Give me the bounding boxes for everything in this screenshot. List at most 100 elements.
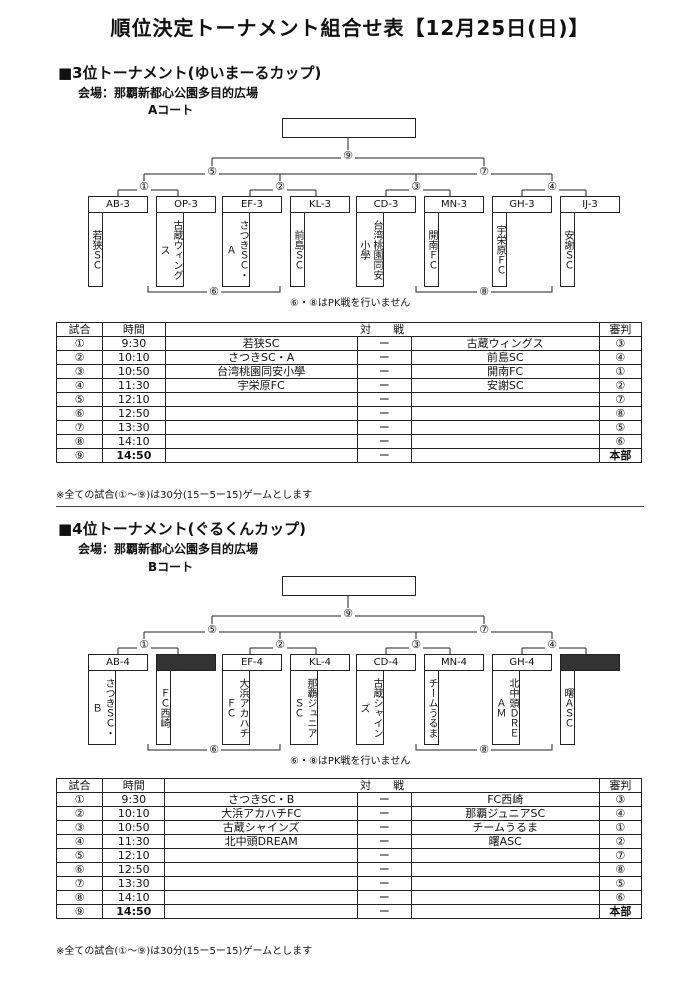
table-row: ③ 10:50 台湾桃園同安小學 ー 開南FC ① [55,364,643,379]
table-row: ⑥ 12:50 ー ⑧ [55,862,643,877]
team-2 [410,448,600,463]
match-8-mark: ⑧ [477,744,491,756]
team-code: AB-4 [88,654,148,671]
team-code: CD-4 [356,654,416,671]
match-time: 12:50 [102,862,166,877]
referee: ⑦ [598,848,643,863]
section-heading: ■4位トーナメント(ぐるくんカップ) [58,520,307,538]
table-row: ② 10:10 大浜アカハチFC ー 那覇ジュニアSC ④ [55,806,643,821]
referee: ② [598,378,643,393]
table-row: ⑥ 12:50 ー ⑧ [55,406,643,421]
team-1: 台湾桃園同安小學 [164,364,358,379]
team-2: FC西崎 [410,792,600,807]
match-4-mark: ④ [545,181,559,193]
vs: ー [356,392,412,407]
tournament-bracket: ⑨ ⑤ ⑦ ① ② ③ ④ ⑥ ⑧ AB-4 さつきＳＣ・Ｂ OP-4 ＦＣ西崎… [0,576,700,767]
match-7-mark: ⑦ [477,624,491,636]
team-2 [410,904,600,919]
referee: ④ [598,806,643,821]
header-time: 時間 [102,322,166,337]
team-2 [410,890,600,905]
team-code: CD-3 [356,196,416,213]
team-slot: IJ-4 曙ＡＳＣ [560,654,620,745]
pk-note: ⑥・⑧はPK戦を行いません [290,298,411,309]
team-1 [164,862,358,877]
team-2 [410,406,600,421]
team-2 [410,420,600,435]
match-num: ④ [55,378,104,393]
team-slot: EF-4 大浜アカハチＦＣ [222,654,282,745]
team-name: 前島ＳＣ [290,213,305,287]
team-slot: CD-4 古蔵シャインズ [356,654,416,745]
referee: 本部 [598,448,643,463]
team-2: 曙ASC [410,834,600,849]
match-5-mark: ⑤ [205,624,219,636]
referee: ④ [598,350,643,365]
team-2: 前島SC [410,350,600,365]
vs: ー [356,420,412,435]
team-2: 安謝SC [410,378,600,393]
match-time: 14:50 [102,448,166,463]
vs: ー [356,364,412,379]
team-name: チームうるま [424,671,439,745]
team-code: GH-4 [492,654,552,671]
team-slot: AB-3 若狭ＳＣ [88,196,148,287]
team-2 [410,862,600,877]
header-ref: 審判 [598,322,643,337]
venue-label: 会場：那覇新都心公園多目的広場 [78,86,259,100]
team-1: さつきSC・B [164,792,358,807]
table-header-row: 試合 時間 対 戦 審判 [55,322,643,337]
referee: ③ [598,792,643,807]
team-1 [164,848,358,863]
tournament-bracket: ⑨ ⑤ ⑦ ① ② ③ ④ ⑥ ⑧ AB-3 若狭ＳＣ OP-3 古蔵ウィングス… [0,118,700,309]
header-match: 対 戦 [164,778,600,793]
team-1 [164,876,358,891]
vs: ー [356,378,412,393]
referee: 本部 [598,904,643,919]
referee: ⑧ [598,862,643,877]
match-time: 10:50 [102,820,166,835]
team-name: さつきＳＣ・Ｂ [88,671,116,745]
team-2 [410,434,600,449]
match-3-mark: ③ [409,181,423,193]
match-8-mark: ⑧ [477,286,491,298]
team-code: OP-4 [156,654,216,671]
match-num: ② [55,350,104,365]
referee: ② [598,834,643,849]
match-num: ② [55,806,104,821]
team-1 [164,904,358,919]
vs: ー [356,806,412,821]
final-winner-box [282,118,416,138]
referee: ① [598,820,643,835]
vs: ー [356,350,412,365]
vs: ー [356,890,412,905]
team-1 [164,448,358,463]
team-name: 若狭ＳＣ [88,213,103,287]
header-num: 試合 [55,778,104,793]
match-time: 10:10 [102,806,166,821]
referee: ⑥ [598,434,643,449]
team-name: 那覇ジュニアＳＣ [290,671,318,745]
team-1 [164,434,358,449]
match-num: ⑨ [55,448,104,463]
match-9-mark: ⑨ [341,150,355,162]
team-name: 安謝ＳＣ [560,213,575,287]
team-2 [410,392,600,407]
footnote: ※全ての試合(①〜⑨)は30分(15ー5ー15)ゲームとします [56,490,313,501]
team-1: 宇栄原FC [164,378,358,393]
vs: ー [356,820,412,835]
table-header-row: 試合 時間 対 戦 審判 [55,778,643,793]
schedule-table: 試合 時間 対 戦 審判 ① 9:30 若狭SC ー 古蔵ウィングス ③ ② 1… [55,322,643,463]
match-1-mark: ① [137,639,151,651]
table-row: ⑧ 14:10 ー ⑥ [55,434,643,449]
table-row: ① 9:30 さつきSC・B ー FC西崎 ③ [55,792,643,807]
header-num: 試合 [55,322,104,337]
team-name: さつきＳＣ・Ａ [222,213,250,287]
match-time: 13:30 [102,876,166,891]
team-code: GH-3 [492,196,552,213]
match-6-mark: ⑥ [207,286,221,298]
final-winner-box [282,576,416,596]
team-code: KL-4 [290,654,350,671]
vs: ー [356,834,412,849]
match-time: 12:10 [102,848,166,863]
